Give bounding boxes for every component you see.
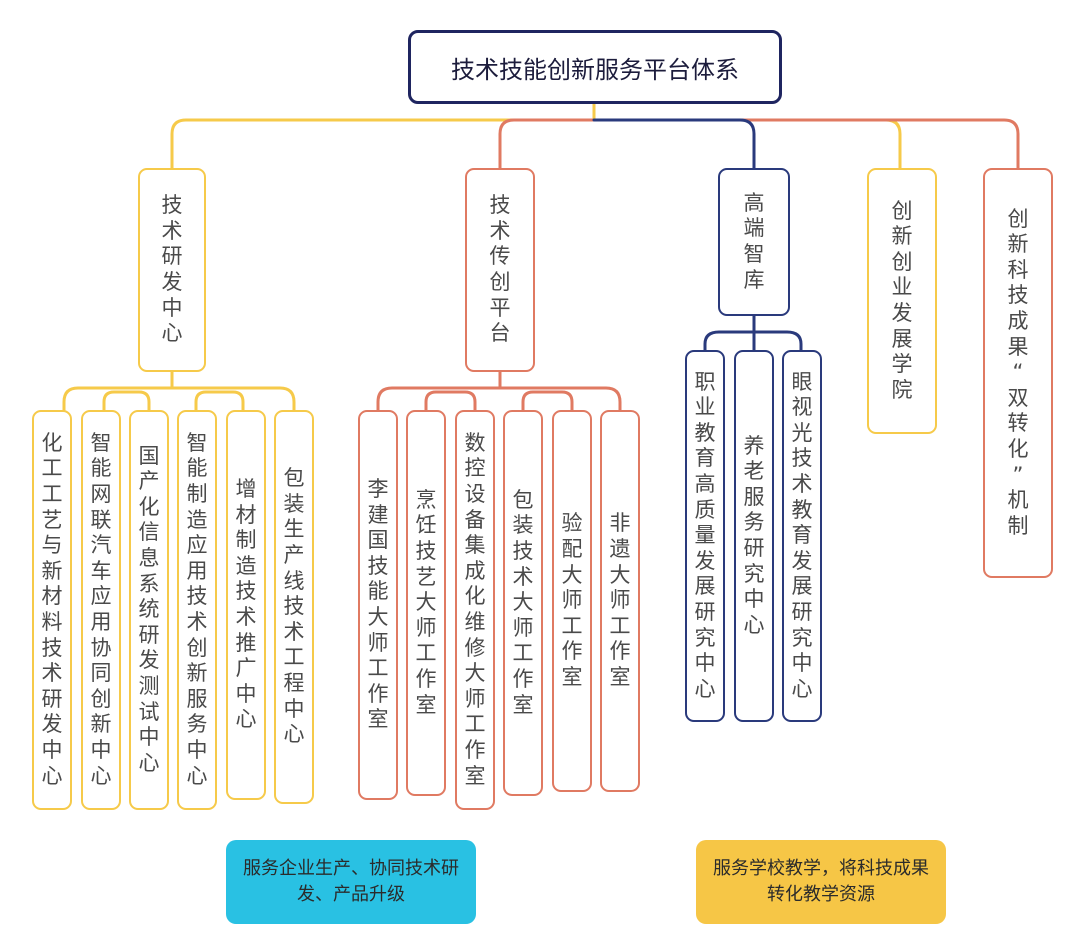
label-studio-4: 包装技术大师工作室 [512, 487, 534, 717]
connector-heritage-bus [376, 386, 622, 412]
node-rd-center-6: 包装生产线技术工程中心 [274, 410, 314, 804]
label-rd-center-4: 智能制造应用技术创新服务中心 [186, 430, 208, 788]
root-title: 技术技能创新服务平台体系 [451, 55, 739, 84]
connector-root-tech-rd [170, 102, 596, 170]
label-rd-center-5: 增材制造技术推广中心 [235, 476, 257, 732]
connector-heritage-4 [521, 390, 574, 412]
label-research-1: 职业教育高质量发展研究中心 [694, 369, 716, 701]
node-studio-6: 非遗大师工作室 [600, 410, 640, 792]
connector-rd-bus [62, 386, 296, 412]
connector-heritage-2 [424, 390, 477, 412]
node-tech-rd-center: 技术研发中心 [138, 168, 206, 372]
node-research-1: 职业教育高质量发展研究中心 [685, 350, 725, 722]
connector-root-academy [592, 118, 902, 170]
label-innovation-academy: 创新创业发展学院 [891, 198, 913, 402]
label-dual-transfer-mechanism: 创新科技成果“双转化”机制 [1007, 206, 1029, 538]
node-rd-center-1: 化工工艺与新材料技术研发中心 [32, 410, 72, 810]
label-think-tank: 高端智库 [743, 190, 765, 292]
label-rd-center-1: 化工工艺与新材料技术研发中心 [41, 430, 63, 788]
node-dual-transfer-mechanism: 创新科技成果“双转化”机制 [983, 168, 1053, 578]
node-rd-center-4: 智能制造应用技术创新服务中心 [177, 410, 217, 810]
connector-rd-2 [102, 390, 151, 412]
node-innovation-academy: 创新创业发展学院 [867, 168, 937, 434]
node-rd-center-3: 国产化信息系统研发测试中心 [129, 410, 169, 810]
label-tech-heritage-platform: 技术传创平台 [489, 193, 511, 346]
node-studio-3: 数控设备集成化维修大师工作室 [455, 410, 495, 810]
label-studio-6: 非遗大师工作室 [609, 511, 631, 690]
note-serve-school: 服务学校教学，将科技成果转化教学资源 [696, 840, 946, 924]
label-research-2: 养老服务研究中心 [743, 433, 765, 637]
connector-root-transfer [592, 118, 1020, 170]
node-rd-center-2: 智能网联汽车应用协同创新中心 [81, 410, 121, 810]
connector-rd-4 [194, 390, 245, 412]
label-rd-center-3: 国产化信息系统研发测试中心 [138, 443, 160, 775]
label-studio-2: 烹饪技艺大师工作室 [415, 487, 437, 717]
label-rd-center-2: 智能网联汽车应用协同创新中心 [90, 430, 112, 788]
note-serve-enterprise: 服务企业生产、协同技术研发、产品升级 [226, 840, 476, 924]
connector-root-heritage [498, 118, 596, 170]
label-research-3: 眼视光技术教育发展研究中心 [791, 369, 813, 701]
label-tech-rd-center: 技术研发中心 [161, 193, 183, 346]
node-research-2: 养老服务研究中心 [734, 350, 774, 722]
node-research-3: 眼视光技术教育发展研究中心 [782, 350, 822, 722]
note-serve-school-text: 服务学校教学，将科技成果转化教学资源 [713, 857, 929, 905]
node-studio-2: 烹饪技艺大师工作室 [406, 410, 446, 796]
connector-root-thinktank [592, 118, 756, 170]
node-think-tank: 高端智库 [718, 168, 790, 316]
label-rd-center-6: 包装生产线技术工程中心 [283, 466, 305, 747]
label-studio-5: 验配大师工作室 [561, 511, 583, 690]
node-studio-1: 李建国技能大师工作室 [358, 410, 398, 800]
node-studio-4: 包装技术大师工作室 [503, 410, 543, 796]
note-serve-enterprise-text: 服务企业生产、协同技术研发、产品升级 [243, 857, 459, 905]
label-studio-3: 数控设备集成化维修大师工作室 [464, 430, 486, 788]
node-rd-center-5: 增材制造技术推广中心 [226, 410, 266, 800]
node-studio-5: 验配大师工作室 [552, 410, 592, 792]
label-studio-1: 李建国技能大师工作室 [367, 476, 389, 732]
node-tech-heritage-platform: 技术传创平台 [465, 168, 535, 372]
root-node: 技术技能创新服务平台体系 [408, 30, 782, 104]
